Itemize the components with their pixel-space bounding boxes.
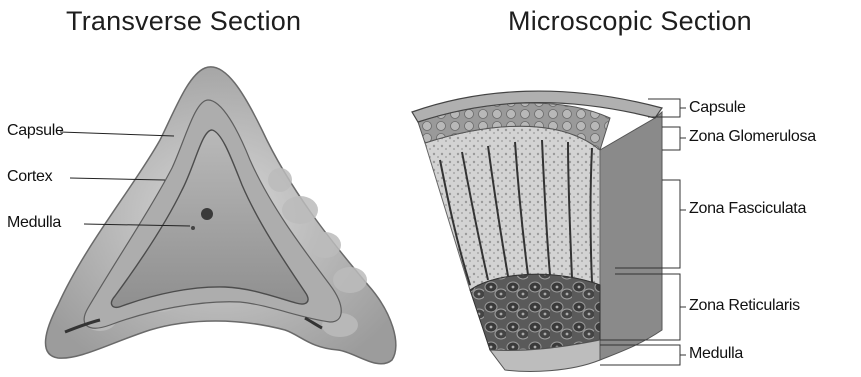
- micro-label-medulla: Medulla: [689, 345, 743, 363]
- micro-label-zona-fasciculata: Zona Fasciculata: [689, 200, 806, 218]
- microscopic-reticularis: [470, 274, 600, 350]
- micro-label-zona-reticularis: Zona Reticularis: [689, 297, 800, 315]
- micro-label-zona-glomerulosa: Zona Glomerulosa: [689, 128, 816, 146]
- micro-label-capsule: Capsule: [689, 99, 746, 117]
- microscopic-side-face: [600, 112, 662, 360]
- microscopic-fasciculata: [425, 126, 600, 290]
